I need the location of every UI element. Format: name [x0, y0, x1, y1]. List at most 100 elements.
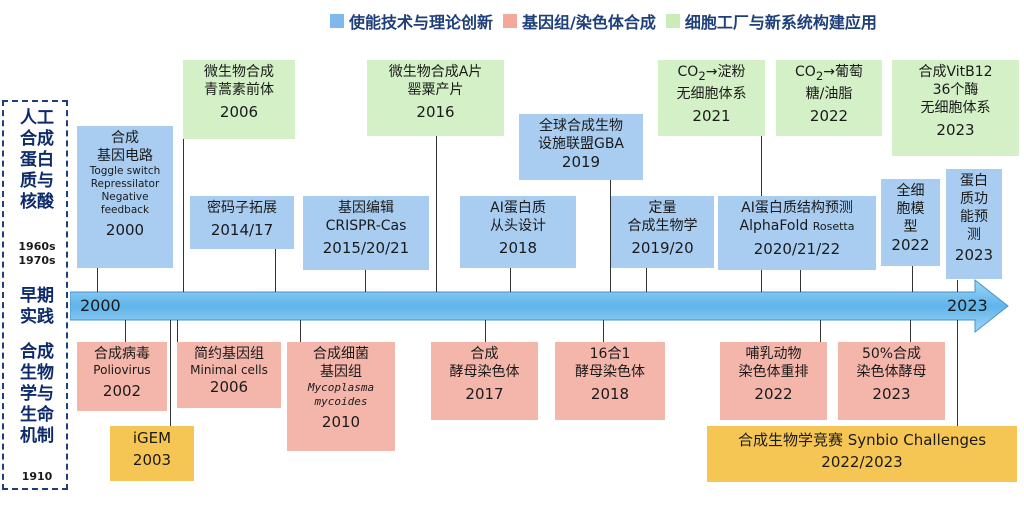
event-synbio-challenges: 合成生物学竞赛 Synbio Challenges 2022/2023 — [707, 426, 1017, 482]
sidebar-line: 合成 — [20, 129, 54, 149]
connector — [436, 136, 437, 292]
event-whole-cell-model: 全细 胞模 型 2022 — [881, 179, 940, 266]
connector — [183, 108, 184, 292]
axis-start-label: 2000 — [80, 296, 121, 315]
event-title: 罂粟产片 — [407, 82, 464, 98]
rosetta-text: Rosetta — [812, 220, 855, 233]
event-title: 蛋白 — [960, 173, 988, 189]
event-title: 基因组 — [320, 364, 362, 380]
event-title: 合成细菌 — [313, 346, 369, 362]
event-sub: Repressilator — [90, 178, 160, 190]
event-year: 2006 — [209, 378, 249, 396]
sidebar-bottom-title: 合成 生物 学与 生命 机制 — [8, 342, 66, 447]
event-title: CO2→淀粉 — [658, 63, 765, 85]
event-year: 2022 — [754, 385, 793, 403]
event-title: CRISPR-Cas — [325, 218, 407, 234]
sidebar-line: 早期 — [20, 286, 54, 306]
event-year: 2014/17 — [210, 221, 274, 239]
sidebar-line: 生物 — [20, 363, 54, 383]
event-year: 2019/20 — [631, 239, 694, 257]
event-year: 2016 — [416, 103, 455, 121]
product-text: →葡萄 — [823, 64, 863, 80]
sidebar-line: 核酸 — [20, 192, 54, 212]
connector — [510, 268, 511, 292]
event-title: 合成生物学竞赛 Synbio Challenges — [737, 431, 987, 449]
event-title: 无细胞体系 — [676, 85, 747, 102]
event-title: 染色体重排 — [738, 364, 809, 380]
sidebar-line: 学与 — [20, 384, 54, 404]
event-year: 2023 — [936, 121, 975, 139]
sidebar-line: 蛋白 — [20, 150, 54, 170]
event-title: 密码子拓展 — [207, 200, 277, 216]
legend-swatch-blue — [330, 14, 344, 28]
event-year: 2021 — [692, 106, 731, 125]
event-year: 2023 — [872, 385, 911, 403]
event-vitb12: 合成VitB12 36个酶 无细胞体系 2023 — [892, 60, 1019, 156]
event-title: 全细 — [896, 183, 925, 199]
sidebar-line: 生命 — [20, 405, 54, 425]
event-gba: 全球合成生物 设施联盟GBA 2019 — [519, 114, 643, 180]
event-title: 定量 — [648, 200, 677, 216]
connector — [275, 249, 276, 292]
timeline-arrow — [69, 278, 1010, 334]
sidebar-line: 机制 — [20, 426, 54, 446]
event-title: 基因编辑 — [338, 200, 394, 216]
event-year: 2018 — [498, 239, 538, 257]
event-title: 测 — [967, 227, 981, 243]
connector — [125, 320, 126, 342]
sidebar-year: 1960s — [18, 240, 56, 253]
event-title: 全球合成生物 — [539, 118, 623, 134]
event-title: 微生物合成 — [204, 64, 274, 80]
event-sub: Poliovirus — [93, 363, 151, 377]
event-sub: Minimal cells — [190, 363, 268, 377]
event-16-in-1-yeast: 16合1 酵母染色体 2018 — [555, 342, 665, 420]
event-protein-function-prediction: 蛋白 质功 能预 测 2023 — [946, 169, 1002, 279]
sidebar-line: 实践 — [20, 307, 54, 327]
event-year: 2022/2023 — [821, 453, 903, 471]
event-year: 2017 — [465, 385, 504, 403]
event-title: 合成 — [111, 130, 139, 146]
sidebar-year: 1970s — [18, 254, 56, 267]
sidebar-bottom-year: 1910 — [21, 470, 53, 483]
event-title: 简约基因组 — [194, 346, 264, 362]
sidebar-line: 人工 — [20, 108, 54, 128]
event-title: 胞模 — [896, 201, 925, 217]
event-mammal-chromosome: 哺乳动物 染色体重排 2022 — [720, 342, 827, 420]
event-title: CO2→葡萄 — [776, 63, 882, 85]
event-gene-circuit: 合成 基因电路 Toggle switch Repressilator Nega… — [77, 126, 173, 268]
event-title: 合成生物学 — [627, 218, 698, 234]
event-opiates: 微生物合成A片 罂粟产片 2016 — [367, 60, 504, 136]
event-poliovirus: 合成病毒 Poliovirus 2002 — [77, 342, 167, 411]
event-title: 36个酶 — [932, 82, 979, 98]
sidebar-middle-title: 早期 实践 — [8, 286, 66, 328]
connector — [300, 320, 301, 342]
event-title: iGEM — [132, 429, 172, 447]
event-mycoplasma: 合成细菌 基因组 Mycoplasma mycoides 2010 — [287, 342, 395, 451]
event-quantitative-synbio: 定量 合成生物学 2019/20 — [611, 196, 714, 268]
event-year: 2010 — [321, 413, 361, 431]
connector — [820, 320, 821, 342]
event-crispr: 基因编辑 CRISPR-Cas 2015/20/21 — [303, 196, 429, 270]
event-title: 青蒿素前体 — [204, 82, 274, 98]
connector — [800, 270, 801, 292]
co2-subscript: 2 — [698, 68, 706, 83]
event-igem: iGEM 2003 — [110, 426, 194, 481]
event-year: 2018 — [590, 385, 630, 403]
timeline-arrow-shape — [69, 278, 1009, 334]
event-year: 2002 — [102, 382, 142, 400]
event-year: 2022 — [891, 236, 930, 254]
legend-label: 使能技术与理论创新 — [349, 13, 494, 32]
event-sub-line: AlphaFold Rosetta — [718, 217, 876, 236]
event-year: 2020/21/22 — [753, 240, 841, 258]
event-title: 16合1 — [589, 346, 631, 362]
event-sub: feedback — [100, 204, 150, 216]
event-title: 合成VitB12 — [918, 64, 993, 80]
event-title: 合成病毒 — [94, 346, 150, 362]
event-50-percent-yeast: 50%合成 染色体酵母 2023 — [838, 342, 945, 420]
legend-swatch-green — [665, 14, 680, 28]
legend-item-cell-factory: 细胞工厂与新系统构建应用 — [665, 9, 877, 33]
connector — [957, 280, 958, 292]
event-title: 哺乳动物 — [745, 346, 802, 362]
event-species: Mycoplasma — [307, 381, 375, 394]
event-title: 从头设计 — [490, 218, 546, 234]
